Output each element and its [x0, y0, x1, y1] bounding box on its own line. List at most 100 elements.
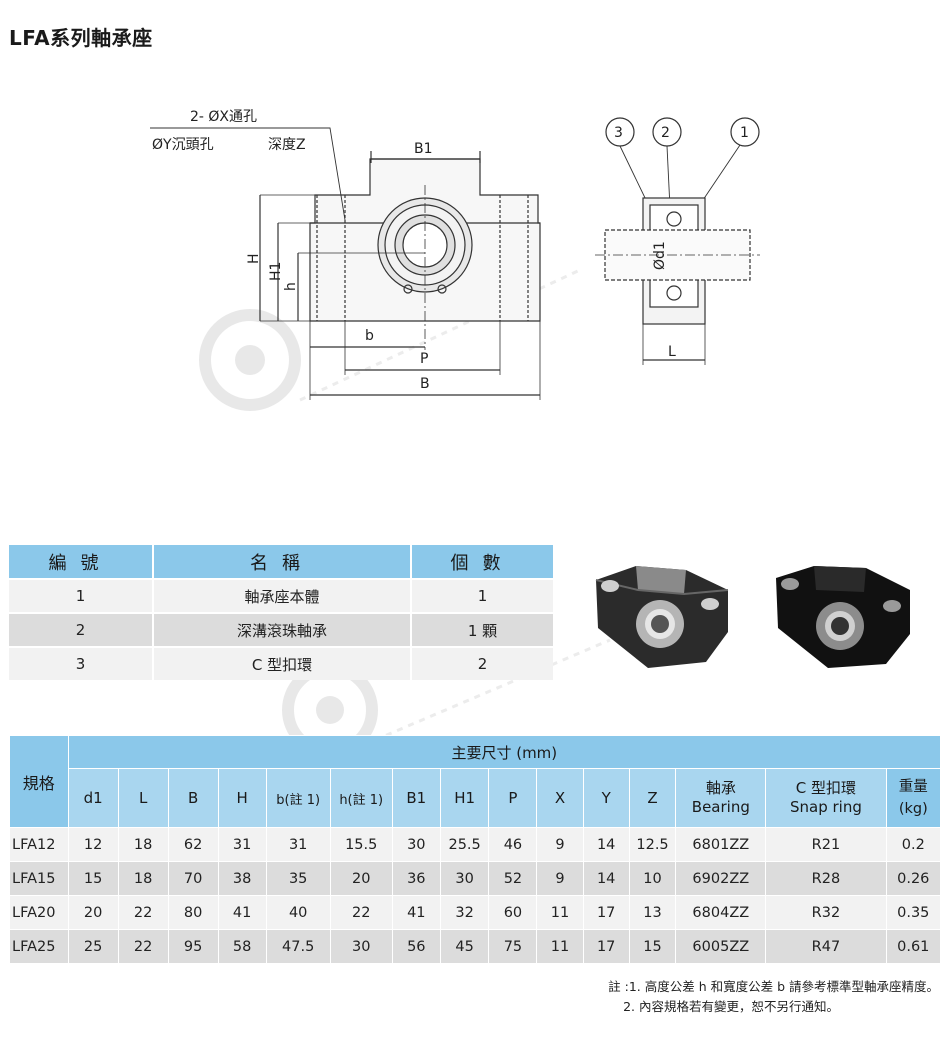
- z-cell: 15: [628, 929, 677, 964]
- bearing-cell: 6902ZZ: [675, 861, 767, 896]
- b-small-cell: 35: [265, 861, 331, 896]
- counterbore-label: ØY沉頭孔: [152, 137, 214, 153]
- part-name: 軸承座本體: [153, 578, 412, 613]
- p-cell: 75: [488, 929, 538, 964]
- h-cell: 58: [217, 929, 267, 964]
- h-cell: 38: [217, 861, 267, 896]
- bearing-cell: 6804ZZ: [675, 895, 767, 930]
- callout-1: 1: [740, 125, 749, 141]
- front-view-drawing: 2- ØX通孔 ØY沉頭孔 深度Z B1 H H1 h b P B: [150, 109, 541, 400]
- b1-label: B1: [414, 141, 433, 157]
- p-cell: 60: [488, 895, 538, 930]
- col-header: Y: [582, 768, 630, 828]
- note-2: 2. 內容規格若有變更，恕不另行通知。: [623, 999, 839, 1014]
- x-cell: 11: [536, 929, 584, 964]
- b-small-cell: 40: [265, 895, 331, 930]
- page-title: LFA系列軸承座: [9, 26, 153, 50]
- l-cell: 22: [117, 929, 169, 964]
- d1-label: Ød1: [652, 241, 668, 270]
- h-small-cell: 15.5: [329, 827, 393, 862]
- p-cell: 46: [488, 827, 538, 862]
- weight-header: 重量 (kg): [885, 768, 942, 828]
- h1-label: H1: [268, 262, 284, 281]
- h1-cell: 25.5: [439, 827, 490, 862]
- h-label: H: [246, 253, 262, 264]
- parts-table: 編號 名稱 個數 1 軸承座本體 1 2 深溝滾珠軸承 1 顆 3 C 型扣環 …: [9, 545, 553, 680]
- snap-cell: R21: [765, 827, 887, 862]
- l-cell: 18: [117, 827, 169, 862]
- weight-cell: 0.2: [885, 827, 942, 862]
- col-header: d1: [67, 768, 119, 828]
- parts-header-name: 名稱: [153, 545, 412, 579]
- b-cell: 62: [167, 827, 219, 862]
- b-cell: 95: [167, 929, 219, 964]
- part-qty: 1: [411, 578, 553, 613]
- d1-cell: 20: [67, 895, 119, 930]
- callout-circle-1: [730, 117, 760, 147]
- l-cell: 18: [117, 861, 169, 896]
- x-cell: 9: [536, 827, 584, 862]
- spec-corner-header: 規格: [9, 735, 69, 828]
- col-header: b(註 1): [265, 768, 331, 828]
- h1-cell: 30: [439, 861, 490, 896]
- table-row: LFA25 25 22 95 58 47.5 30 56 45 75 11 17…: [9, 929, 942, 964]
- weight-header-unit: (kg): [898, 801, 928, 817]
- table-row: LFA20 20 22 80 41 40 22 41 32 60 11 17 1…: [9, 895, 942, 930]
- side-view-drawing: 3 2 1 Ød1 L: [595, 117, 760, 365]
- weight-cell: 0.61: [885, 929, 942, 964]
- col-header: X: [536, 768, 584, 828]
- col-header: h(註 1): [329, 768, 393, 828]
- b-small-cell: 31: [265, 827, 331, 862]
- model-cell: LFA12: [9, 827, 69, 862]
- col-header: H1: [439, 768, 490, 828]
- b-cell: 80: [167, 895, 219, 930]
- z-cell: 13: [628, 895, 677, 930]
- snap-cell: R47: [765, 929, 887, 964]
- y-cell: 14: [582, 827, 630, 862]
- h-small-cell: 30: [329, 929, 393, 964]
- weight-header-zh: 重量: [898, 779, 928, 795]
- callout-3: 3: [614, 125, 623, 141]
- bearing-cell: 6801ZZ: [675, 827, 767, 862]
- part-name: C 型扣環: [153, 646, 412, 680]
- table-row: 1 軸承座本體 1: [9, 578, 553, 613]
- note-1: 註 :1. 高度公差 h 和寬度公差 b 請參考標準型軸承座精度。: [608, 979, 939, 994]
- part-no: 3: [9, 646, 154, 680]
- product-photo-black: [776, 566, 910, 668]
- h1-cell: 32: [439, 895, 490, 930]
- model-cell: LFA25: [9, 929, 69, 964]
- bearing-header-en: Bearing: [691, 798, 750, 816]
- model-cell: LFA15: [9, 861, 69, 896]
- d1-cell: 15: [67, 861, 119, 896]
- z-cell: 12.5: [628, 827, 677, 862]
- part-qty: 2: [411, 646, 553, 680]
- part-qty: 1 顆: [411, 612, 553, 647]
- parts-header-qty: 個數: [411, 545, 553, 579]
- d1-cell: 25: [67, 929, 119, 964]
- d1-cell: 12: [67, 827, 119, 862]
- y-cell: 17: [582, 895, 630, 930]
- snap-cell: R32: [765, 895, 887, 930]
- b-small-cell: 47.5: [265, 929, 331, 964]
- b1-cell: 36: [391, 861, 441, 896]
- parts-header-no: 編號: [9, 545, 154, 579]
- col-header: Z: [628, 768, 677, 828]
- b-small-label: b: [365, 328, 374, 344]
- p-label: P: [420, 351, 428, 367]
- callout-2: 2: [661, 125, 670, 141]
- h-cell: 31: [217, 827, 267, 862]
- snap-header-en: Snap ring: [789, 798, 862, 816]
- col-header: P: [488, 768, 538, 828]
- model-cell: LFA20: [9, 895, 69, 930]
- z-cell: 10: [628, 861, 677, 896]
- part-no: 2: [9, 612, 154, 647]
- bearing-cell: 6005ZZ: [675, 929, 767, 964]
- table-row: LFA12 12 18 62 31 31 15.5 30 25.5 46 9 1…: [9, 827, 942, 862]
- weight-cell: 0.26: [885, 861, 942, 896]
- h1-cell: 45: [439, 929, 490, 964]
- h-small-label: h: [283, 282, 299, 291]
- col-header: B: [167, 768, 219, 828]
- col-header: H: [217, 768, 267, 828]
